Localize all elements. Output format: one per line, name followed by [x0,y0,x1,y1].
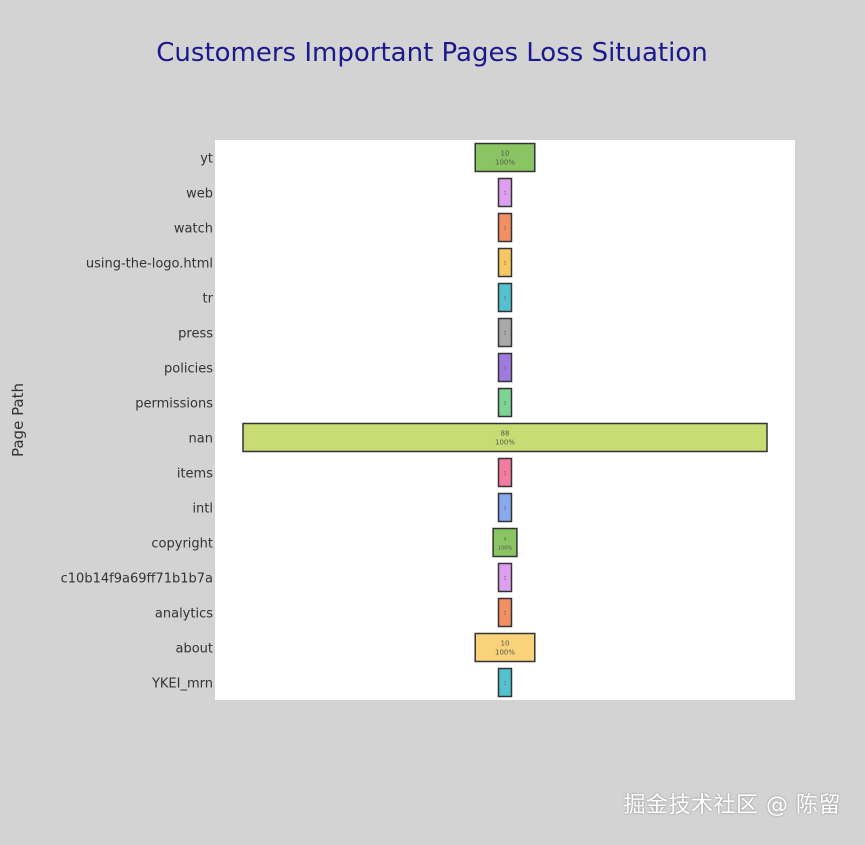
y-tick-label: intl [192,502,213,517]
bar-percent-label: 100% [495,439,515,447]
bar-value-label: 10 [501,150,510,158]
funnel-bar[interactable] [474,142,536,173]
y-tick-label: c10b14f9a69ff71b1b7a [61,572,213,587]
y-tick-label: policies [164,362,213,377]
y-tick-label: copyright [151,537,213,552]
funnel-bar[interactable] [497,317,513,348]
bar-value-label: 1 [504,296,507,301]
funnel-bar[interactable] [497,387,513,418]
bar-value-label: 1 [504,506,507,511]
chart-title: Customers Important Pages Loss Situation [156,38,707,68]
y-tick-label: YKEI_mrn [151,677,213,692]
bar-value-label: 10 [501,640,510,648]
funnel-bar[interactable] [497,597,513,628]
funnel-bar[interactable] [497,562,513,593]
funnel-bar[interactable] [497,492,513,523]
y-tick-label: tr [203,292,214,307]
funnel-bar[interactable] [497,212,513,243]
y-tick-label: press [178,327,213,342]
funnel-bar[interactable] [497,457,513,488]
bar-value-label: 1 [504,226,507,231]
funnel-bar[interactable] [497,282,513,313]
bar-value-label: 88 [501,430,510,438]
bar-percent-label: 100% [498,546,513,552]
funnel-bar[interactable] [492,527,518,558]
y-tick-label: yt [200,152,213,167]
bar-value-label: 1 [504,471,507,476]
bar-value-label: 1 [504,191,507,196]
bar-value-label: 1 [504,331,507,336]
funnel-bar[interactable] [474,632,536,663]
funnel-bar[interactable] [497,247,513,278]
y-tick-label: permissions [135,397,213,412]
bar-percent-label: 100% [495,649,515,657]
y-tick-label: about [175,642,213,657]
funnel-bar[interactable] [497,667,513,698]
bar-value-label: 1 [504,576,507,581]
watermark-text: 掘金技术社区 @ 陈留 [623,793,841,818]
funnel-bar[interactable] [497,352,513,383]
y-tick-label: watch [174,222,213,237]
bar-value-label: 1 [504,261,507,266]
bar-value-label: 1 [504,611,507,616]
funnel-bar[interactable] [242,422,768,453]
y-tick-label: web [186,187,213,202]
bar-value-label: 1 [504,366,507,371]
y-tick-labels: yt web watch using-the-logo.html tr press poli… [61,152,214,692]
bar-value-label: 4 [504,537,507,542]
bar-value-label: 1 [504,401,507,406]
y-tick-label: items [177,467,213,482]
bar-percent-label: 100% [495,159,515,167]
y-axis-label: Page Path [9,383,27,457]
y-tick-label: analytics [155,607,213,622]
y-tick-label: using-the-logo.html [86,257,213,272]
bar-value-label: 1 [504,681,507,686]
funnel-bar[interactable] [497,177,513,208]
y-tick-label: nan [189,432,213,447]
